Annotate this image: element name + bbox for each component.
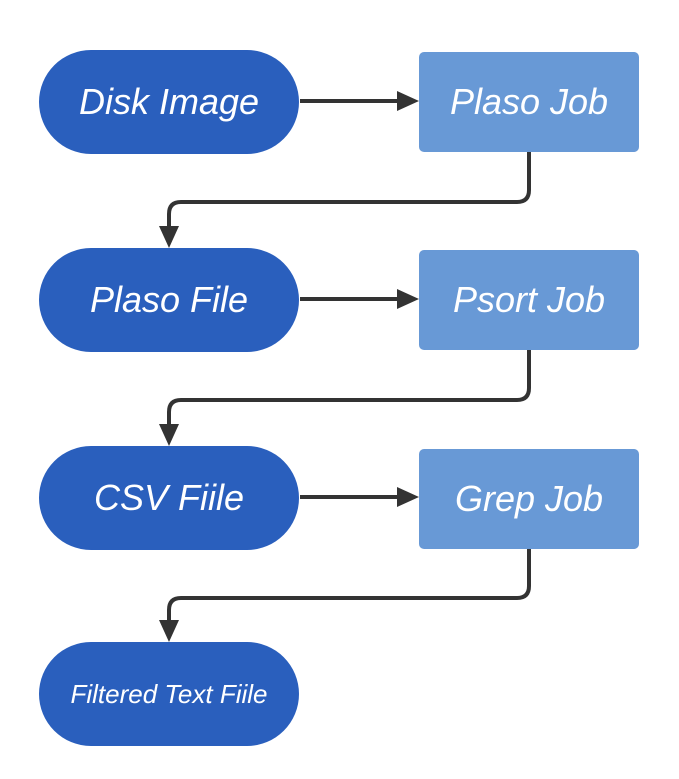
node-filtered-text-file: Filtered Text Fiile: [39, 642, 299, 746]
arrowhead-filtered-text-file: [159, 620, 179, 642]
edge-grep-job-to-filtered-text-file: [167, 549, 531, 622]
node-plaso-job-label: Plaso Job: [449, 81, 609, 122]
arrowhead-csv-file: [159, 424, 179, 446]
node-grep-job: Grep Job: [419, 449, 639, 549]
arrowhead-plaso-file: [159, 226, 179, 248]
node-disk-image: Disk Image: [39, 50, 299, 154]
node-grep-job-label: Grep Job: [454, 478, 604, 519]
node-csv-file: CSV Fiile: [39, 446, 299, 550]
node-filtered-text-file-label: Filtered Text Fiile: [70, 678, 268, 709]
edge-plaso-job-to-plaso-file: [167, 152, 531, 228]
node-plaso-file: Plaso File: [39, 248, 299, 352]
node-csv-file-label: CSV Fiile: [93, 477, 245, 518]
arrowhead-psort-job: [397, 289, 419, 309]
node-plaso-file-label: Plaso File: [89, 279, 249, 320]
node-disk-image-label: Disk Image: [78, 81, 260, 122]
arrowhead-grep-job: [397, 487, 419, 507]
edge-psort-job-to-csv-file: [167, 350, 531, 426]
node-psort-job: Psort Job: [419, 250, 639, 350]
node-psort-job-label: Psort Job: [452, 279, 606, 320]
node-plaso-job: Plaso Job: [419, 52, 639, 152]
arrowhead-plaso-job: [397, 91, 419, 111]
